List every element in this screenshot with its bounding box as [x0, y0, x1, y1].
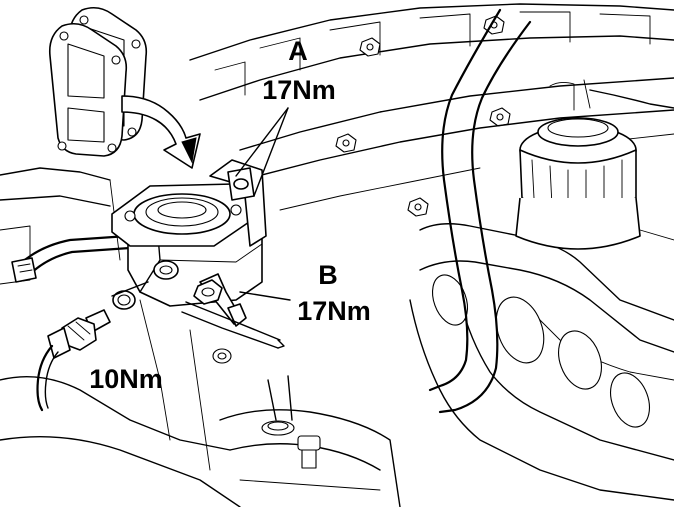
bolt-b [193, 273, 247, 327]
install-direction-arrow [121, 95, 201, 169]
hose-clamp [261, 420, 295, 436]
gasket-inner [48, 22, 128, 157]
sensor-port [153, 260, 179, 280]
callout-a-letter: A [288, 36, 308, 66]
lower-bolt [297, 435, 321, 469]
leader-lines [111, 107, 291, 301]
callout-b-letter: B [318, 260, 338, 290]
sensor-wire [36, 344, 59, 412]
coolant-pipe [11, 234, 132, 283]
head-bolt [489, 107, 511, 127]
small-spacer [212, 348, 232, 364]
callout-b-torque: 17Nm [297, 296, 371, 326]
callout-a-torque: 17Nm [262, 75, 336, 105]
pipe-bracket [181, 301, 285, 349]
temperature-sensor [47, 309, 111, 359]
sensor-torque: 10Nm [89, 364, 163, 394]
head-bolt [359, 37, 381, 57]
oil-filler-cap [515, 79, 674, 250]
head-bolt [407, 197, 429, 217]
coolant-hose [267, 8, 532, 421]
head-bolt [335, 133, 357, 153]
thermostat-housing [111, 159, 267, 307]
